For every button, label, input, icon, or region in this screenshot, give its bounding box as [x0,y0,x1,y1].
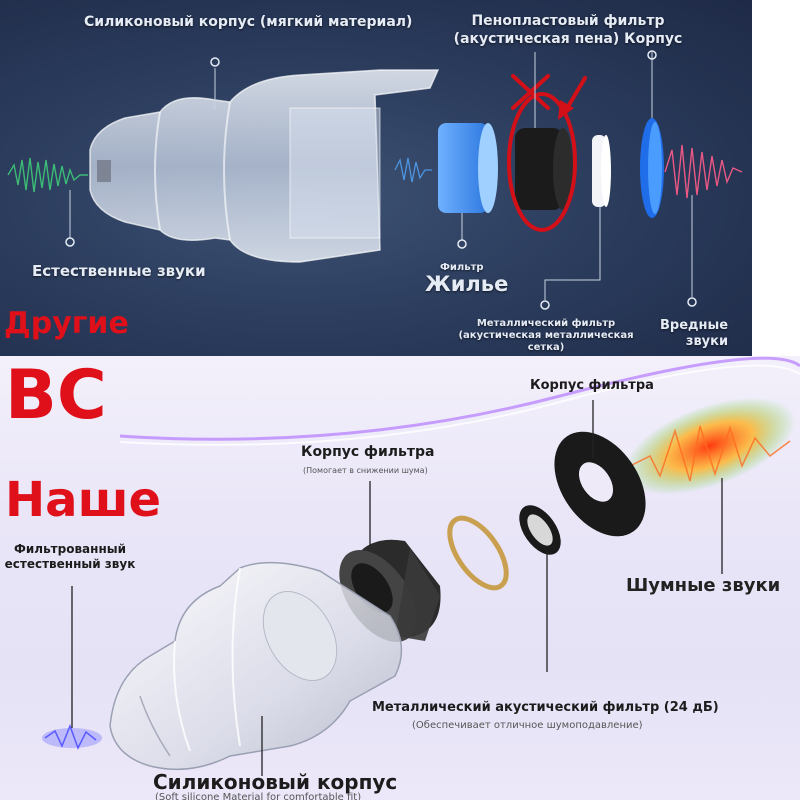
foam-filter-label-line1: Пенопластовый фильтр [471,13,665,29]
metal-mesh-disc-small [519,505,561,555]
silicone-body-sublabel: (Soft silicone Material for comfortable … [155,792,362,800]
natural-sound-wave [7,157,88,193]
right-margin [752,0,800,356]
metal-filter-label: Металлический фильтр (акустическая метал… [456,318,636,354]
blue-housing-disc [640,118,664,218]
filtered-wave [394,157,432,183]
filter-small-label: Фильтр [440,262,484,273]
harmful-sounds-label: Вредные звуки [660,318,728,350]
filtered-sound-label-line1: Фильтрованный [13,542,126,556]
cross-mark-icon [511,74,550,110]
product-illustration [42,356,800,776]
filtered-sound-sparkle [42,723,102,750]
silicone-body-label: Силиконовый корпус [153,770,398,794]
silicone-earplug-clear [109,561,403,771]
leader-lines [69,52,693,300]
natural-sounds-label: Естественные звуки [32,262,206,280]
highlight-ellipse [507,92,577,232]
filter-body-top-label: Корпус фильтра [530,378,654,393]
filter-body-sublabel: (Помогает в снижении шума) [303,466,428,475]
our-product-panel: ВС Наше Корпус фильтра Корпус фильтра (П… [0,356,800,800]
foam-filter-label: Пенопластовый фильтр (акустическая пена)… [440,12,696,48]
noisy-sounds-label: Шумные звуки [626,575,781,596]
competitor-panel: Силиконовый корпус (мягкий материал) Пен… [0,0,752,356]
purple-swoosh [119,356,800,441]
harmful-sounds-label-line1: Вредные [660,318,729,333]
noise-burst [624,397,796,495]
metal-acoustic-filter-sublabel: (Обеспечивает отличное шумоподавление) [412,720,643,731]
silicone-earplug [89,69,440,263]
gold-ring [447,515,509,591]
metal-mesh-disc [592,135,611,207]
filtered-sound-label: Фильтрованный естественный звук [0,542,140,572]
filter-body-ring [554,431,646,537]
ours-label: Наше [5,472,162,528]
silicone-shell-label: Силиконовый корпус (мягкий материал) [84,14,413,30]
metal-filter-label-line2: (акустическая металлическая [458,330,634,341]
pin-markers [65,50,697,310]
competitor-illustration [7,50,743,310]
black-foam-filter [515,128,573,210]
filter-body-label: Корпус фильтра [301,444,435,460]
housing-label: Жилье [425,272,509,296]
red-arrow-icon [558,76,587,120]
metal-filter-label-line3: сетка) [527,342,565,353]
filtered-sound-label-line2: естественный звук [4,557,136,571]
metal-filter-label-line1: Металлический фильтр [476,318,616,329]
leader-lines-bottom [71,400,723,776]
blue-foam-filter [438,123,498,213]
harmful-sounds-label-line2: звуки [685,334,729,349]
harmful-sound-wave [664,144,743,199]
versus-label: ВС [5,356,107,435]
metal-acoustic-filter-label: Металлический акустический фильтр (24 дБ… [372,700,719,715]
foam-filter-label-line2: (акустическая пена) Корпус [453,31,683,47]
others-label: Другие [4,306,129,341]
